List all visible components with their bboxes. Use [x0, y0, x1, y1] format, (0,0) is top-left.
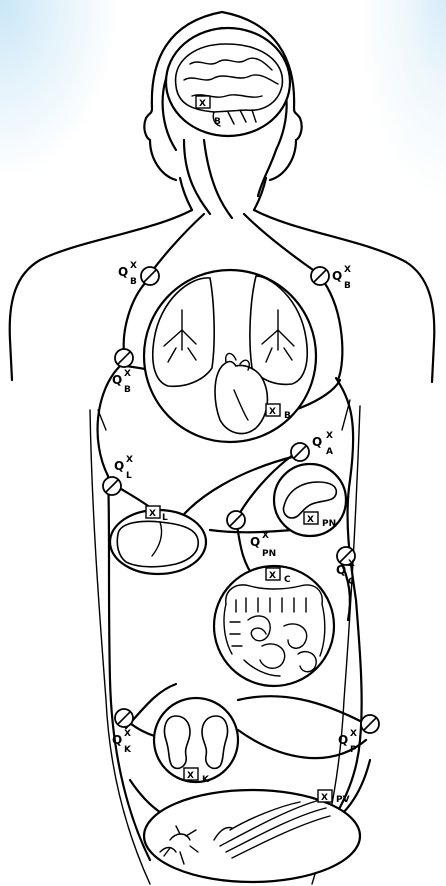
flow-sensor-left-neck: [141, 267, 159, 285]
flow-sensor-artery: [291, 443, 309, 461]
flow-label-heart: Q X B: [112, 369, 131, 395]
svg-text:X: X: [187, 771, 194, 781]
svg-text:L: L: [126, 471, 132, 481]
brain-organ: X B: [166, 28, 290, 136]
svg-text:C: C: [284, 575, 291, 585]
svg-text:L: L: [162, 513, 168, 523]
lungs-heart-organ: X B: [144, 270, 316, 442]
svg-text:B: B: [124, 385, 131, 395]
svg-text:X: X: [307, 515, 314, 525]
pancreas-organ: X PN: [274, 464, 346, 536]
svg-text:Q: Q: [112, 733, 122, 747]
muscle-organ: X PV: [144, 790, 360, 882]
flow-label-kidney: Q X K: [112, 729, 132, 755]
flow-sensor-periphery: [361, 715, 379, 733]
svg-text:X: X: [350, 729, 357, 739]
svg-text:X: X: [326, 431, 333, 441]
liver-box: X: [146, 506, 160, 519]
lung-box: X: [266, 404, 280, 417]
svg-text:X: X: [126, 455, 133, 465]
svg-text:B: B: [344, 281, 351, 291]
svg-text:B: B: [284, 411, 291, 421]
svg-text:K: K: [124, 745, 132, 755]
flow-label-left-neck: Q X B: [118, 261, 137, 287]
svg-text:P: P: [350, 745, 357, 755]
svg-text:X: X: [124, 369, 131, 379]
svg-text:X: X: [269, 407, 276, 417]
svg-text:PV: PV: [336, 795, 350, 805]
svg-text:B: B: [214, 117, 221, 127]
svg-text:X: X: [124, 729, 131, 739]
flow-sensor-liver: [103, 477, 121, 495]
flow-sensor-kidney: [115, 709, 133, 727]
svg-text:X: X: [348, 559, 355, 569]
svg-text:A: A: [326, 447, 333, 457]
svg-text:Q: Q: [250, 535, 260, 549]
svg-text:X: X: [321, 793, 328, 803]
brain-box: X: [196, 96, 210, 109]
gut-organ: X C: [214, 566, 334, 686]
kidney-organ: X K: [154, 698, 238, 785]
svg-text:X: X: [344, 265, 351, 275]
svg-text:X: X: [199, 99, 206, 109]
svg-text:Q: Q: [112, 373, 122, 387]
svg-text:X: X: [269, 571, 276, 581]
svg-text:X: X: [262, 531, 269, 541]
svg-text:PN: PN: [322, 519, 336, 529]
flow-label-pancreas: Q X PN: [250, 531, 276, 559]
svg-text:Q: Q: [114, 459, 124, 473]
kidney-box: X: [184, 768, 198, 781]
flow-sensor-heart: [115, 349, 133, 367]
svg-text:Q: Q: [336, 563, 346, 577]
liver-organ: X L: [110, 506, 206, 574]
svg-text:Q: Q: [312, 435, 322, 449]
flow-label-right-neck: Q X B: [332, 265, 351, 291]
gut-box: X: [266, 568, 280, 581]
muscle-box: X: [318, 790, 332, 803]
svg-text:X: X: [149, 509, 156, 519]
svg-text:B: B: [130, 277, 137, 287]
svg-text:PN: PN: [262, 549, 276, 559]
flow-label-liver: Q X L: [114, 455, 133, 481]
svg-text:Q: Q: [338, 733, 348, 747]
svg-text:Q: Q: [332, 269, 342, 283]
svg-text:K: K: [202, 775, 210, 785]
svg-text:X: X: [130, 261, 137, 271]
flow-sensor-pancreas: [227, 511, 245, 529]
flow-label-artery: Q X A: [312, 431, 333, 457]
flow-sensor-right-neck: [311, 267, 329, 285]
svg-text:C: C: [348, 577, 355, 587]
svg-text:Q: Q: [118, 265, 128, 279]
pancreas-box: X: [304, 512, 318, 525]
